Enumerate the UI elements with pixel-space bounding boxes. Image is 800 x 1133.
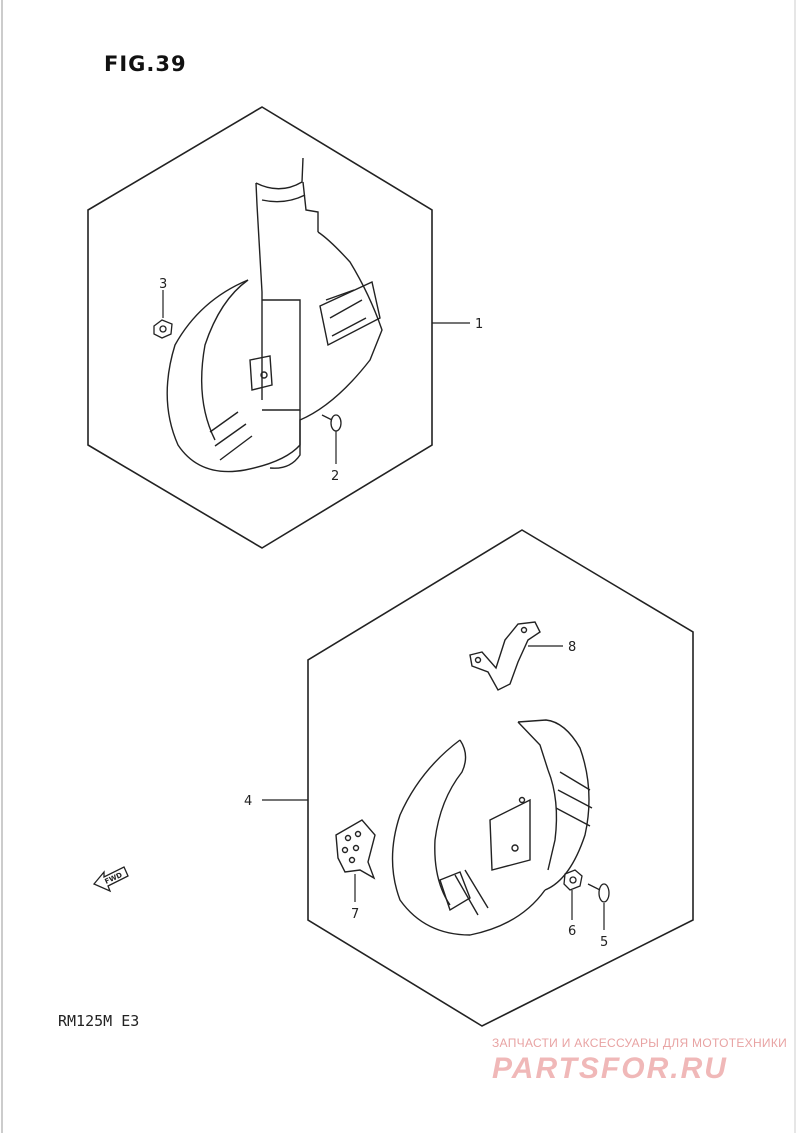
- assembly-frame-bottom: [307, 529, 694, 1027]
- model-code: RM125M E3: [58, 1012, 140, 1030]
- hand-guard-part-1: [166, 157, 383, 473]
- callout-6: 6: [568, 924, 576, 939]
- watermark-subtitle: ЗАПЧАСТИ И АКСЕССУАРЫ ДЛЯ МОТОТЕХНИКИ: [492, 1036, 788, 1050]
- assembly-frame-top: [87, 106, 433, 549]
- bracket-part-8: [469, 621, 541, 691]
- forward-arrow-icon: FWD: [92, 866, 129, 893]
- nut-part-6: [563, 869, 583, 891]
- callout-5: 5: [600, 935, 608, 950]
- callout-7: 7: [351, 907, 359, 922]
- callout-3: 3: [159, 277, 167, 292]
- plate-part-7: [335, 819, 376, 880]
- callout-2: 2: [331, 469, 339, 484]
- callout-1: 1: [475, 317, 483, 332]
- screw-part-2: [321, 414, 342, 432]
- nut-part-3: [153, 319, 173, 339]
- hand-guard-part-4: [391, 719, 593, 936]
- callout-4: 4: [244, 794, 252, 809]
- screw-part-5: [587, 883, 610, 903]
- watermark-brand: PARTSFOR.RU: [492, 1052, 728, 1085]
- leader-lines: [162, 290, 605, 930]
- figure-title: FIG.39: [104, 52, 187, 76]
- callout-8: 8: [568, 640, 576, 655]
